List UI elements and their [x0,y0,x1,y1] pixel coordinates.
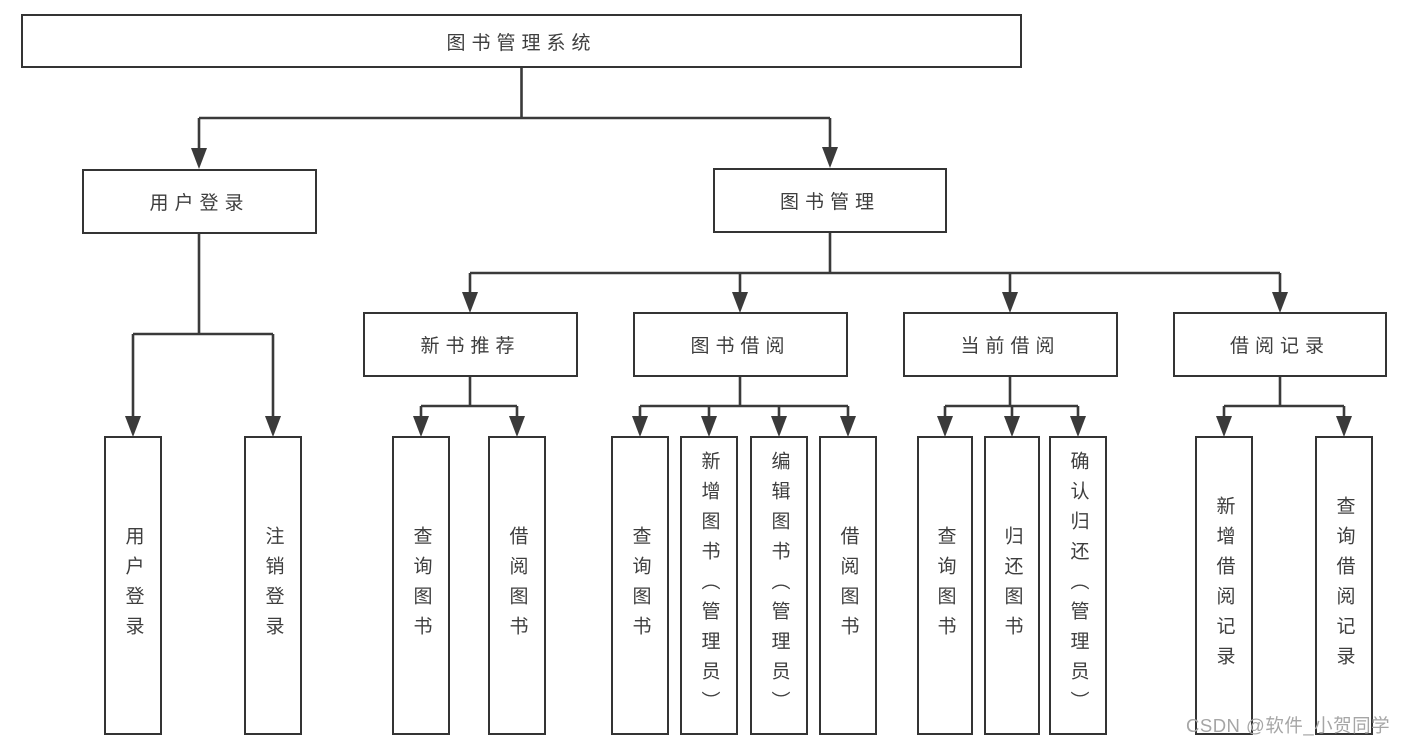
wire-book-borrow-children [632,377,856,437]
node-leaf-add-book-admin: 新增图书（管理员） [680,436,738,735]
node-group-current-borrow: 当前借阅 [903,312,1118,377]
arrowhead [509,416,525,437]
node-branch-user-login: 用户登录 [82,169,317,234]
node-branch-book-management: 图书管理 [713,168,947,233]
arrowhead [937,416,953,437]
node-leaf-user-login: 用户登录 [104,436,162,735]
node-leaf-add-borrow-record: 新增借阅记录 [1195,436,1253,735]
node-leaf-confirm-return-admin: 确认归还（管理员） [1049,436,1107,735]
arrowhead [1002,292,1018,313]
node-leaf-query-books-borrow: 查询图书 [611,436,669,735]
node-leaf-logout: 注销登录 [244,436,302,735]
wire-root-to-branches [191,68,838,169]
csdn-watermark: CSDN @软件_小贺同学 [1186,715,1391,736]
node-leaf-edit-book-admin: 编辑图书（管理员） [750,436,808,735]
node-leaf-borrow-books: 借阅图书 [819,436,877,735]
node-leaf-query-books-current: 查询图书 [917,436,973,735]
arrowhead [265,416,281,437]
arrowhead [701,416,717,437]
arrowhead [462,292,478,313]
node-leaf-borrow-books-recommend: 借阅图书 [488,436,546,735]
node-group-book-borrow: 图书借阅 [633,312,848,377]
node-leaf-query-borrow-record: 查询借阅记录 [1315,436,1373,735]
arrowhead [1216,416,1232,437]
arrowhead [1272,292,1288,313]
arrowhead [840,416,856,437]
arrowhead [191,148,207,169]
arrowhead [822,147,838,168]
arrowhead [732,292,748,313]
arrowhead [413,416,429,437]
wire-borrow-records-children [1216,377,1352,437]
node-leaf-return-book: 归还图书 [984,436,1040,735]
wire-new-book-children [413,377,525,437]
node-leaf-query-books-recommend: 查询图书 [392,436,450,735]
node-group-borrow-records: 借阅记录 [1173,312,1387,377]
arrowhead [1336,416,1352,437]
arrowhead [632,416,648,437]
arrowhead [1004,416,1020,437]
arrowhead [1070,416,1086,437]
wire-current-borrow-children [937,377,1086,437]
wire-user-login-children [125,234,281,437]
wire-book-mgmt-groups [462,233,1288,313]
arrowhead [125,416,141,437]
node-group-new-book-recommend: 新书推荐 [363,312,578,377]
arrowhead [771,416,787,437]
node-system-root: 图书管理系统 [21,14,1022,68]
